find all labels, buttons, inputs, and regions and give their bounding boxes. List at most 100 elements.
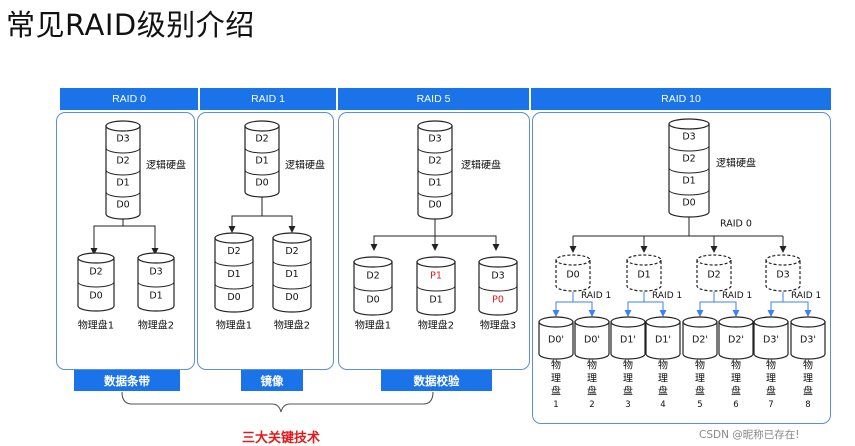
panel-raid5 <box>338 112 530 370</box>
raid0-disk-label-1: 物理盘1 <box>78 319 114 332</box>
raid5-physical-disk-2-block-0: P1 <box>430 271 442 282</box>
raid1-logical-disk-block-1: D1 <box>255 156 268 167</box>
page-title: 常见RAID级别介绍 <box>6 8 255 42</box>
raid10-physical-disk-4-top <box>645 316 681 328</box>
raid10-virtual-disk-0-top <box>555 254 591 266</box>
panel-raid0 <box>56 112 195 370</box>
raid5-logical-label: 逻辑硬盘 <box>461 159 501 172</box>
raid10-physical-disk-4-body <box>645 321 681 360</box>
raid10-disk-label-1-3: 1 <box>553 400 558 410</box>
raid10-physical-disk-6: D2' <box>718 316 754 360</box>
raid0-arrow-2 <box>123 225 159 255</box>
raid1-physical-disk-2-block-1: D1 <box>285 269 298 280</box>
raid10-disk-label-4-2: 盘 <box>658 385 668 398</box>
raid5-logical-disk-body <box>417 125 453 220</box>
raid5-physical-disk-2-body <box>416 261 456 316</box>
raid5-physical-disk-2-block-1: D1 <box>429 295 442 306</box>
raid10-physical-disk-5: D2' <box>682 316 718 360</box>
raid5-physical-disk-1-block-1: D0 <box>366 295 379 306</box>
raid10-mirror-arrow-b-1 <box>644 301 667 317</box>
raid10-disk-label-8-0: 物 <box>803 359 813 372</box>
raid10-virtual-disk-2-block-0: D2 <box>707 270 720 281</box>
raid10-physical-disk-3-block-0: D1' <box>620 335 636 346</box>
raid5-logical-disk-top <box>417 120 453 132</box>
raid1-physical-disk-2-top <box>272 232 312 244</box>
raid0-logical-disk-divider <box>105 147 141 154</box>
raid0-physical-disk-1-block-1: D0 <box>89 291 102 302</box>
raid10-logical-disk-block-2: D1 <box>682 176 695 187</box>
raid10-logical-disk-body <box>668 123 710 218</box>
raid10-logical-disk-block-1: D2 <box>682 154 695 165</box>
raid0-physical-disk-1-body <box>77 257 115 312</box>
raid10-physical-disk-8-body <box>790 321 826 360</box>
raid10-disk-label-3-3: 3 <box>625 400 630 410</box>
raid10-disk-label-7-2: 盘 <box>766 385 776 398</box>
raid1-physical-disk-2-block-2: D0 <box>285 292 298 303</box>
raid10-disk-label-2-1: 理 <box>587 373 597 385</box>
raid10-mirror-arrow-a-3 <box>767 292 784 317</box>
raid5-disk-label-3: 物理盘3 <box>480 319 516 332</box>
raid5-physical-disk-2-divider <box>416 285 456 292</box>
raid10-disk-label-1-1: 理 <box>551 373 561 385</box>
raid10-physical-disk-8: D3' <box>790 316 826 360</box>
connector-lines <box>90 197 812 317</box>
raid5-logical-disk-block-2: D1 <box>428 178 441 189</box>
raid5-arrow-1 <box>370 219 436 251</box>
raid10-virtual-disk-0: D0 <box>555 254 591 292</box>
raid10-virtual-disk-0-block-0: D0 <box>566 270 579 281</box>
disk-layer: D3D2D1D0D2D0D3D1D2D1D0D2D1D0D2D1D0D3D2D1… <box>77 118 826 360</box>
raid5-arrow-3 <box>435 235 500 251</box>
raid10-disk-label-1-0: 物 <box>551 359 561 372</box>
raid10-physical-disk-4: D1' <box>645 316 681 360</box>
panel-raid10 <box>532 112 831 424</box>
raid5-logical-disk-divider <box>417 169 453 176</box>
raid1-logical-disk-block-2: D0 <box>255 178 268 189</box>
raid10-disk-label-2-0: 物 <box>587 359 597 372</box>
raid10-disk-label-4-0: 物 <box>658 359 668 372</box>
raid10-virtual-disk-1-block-0: D1 <box>637 270 650 281</box>
raid10-virtual-disk-2-top <box>696 254 732 266</box>
feature-data-parity: 数据校验 <box>381 370 492 391</box>
raid10-mirror-arrow-b-0 <box>573 301 596 317</box>
raid0-physical-disk-2-top <box>137 252 175 264</box>
raid10-disk-label-7-3: 7 <box>768 400 773 410</box>
raid1-logical-disk-top <box>244 120 280 132</box>
raid1-physical-disk-1-top <box>214 232 254 244</box>
raid1-logical-disk-divider <box>244 169 280 176</box>
watermark: CSDN @昵称已存在! <box>699 429 800 441</box>
raid10-disk-label-5-0: 物 <box>695 359 705 372</box>
raid1-physical-disk-1-divider <box>214 283 254 290</box>
raid10-disk-label-1-2: 盘 <box>551 385 561 398</box>
raid1-physical-disk-1-block-1: D1 <box>227 269 240 280</box>
raid1-logical-disk-divider <box>244 147 280 154</box>
raid10-mirror-arrow-a-1 <box>624 292 645 317</box>
raid10-disk-label-4-1: 理 <box>658 373 668 385</box>
raid0-logical-disk-block-1: D2 <box>116 156 129 167</box>
raid10-physical-disk-7: D3' <box>753 316 789 360</box>
raid10-virtual-disk-1-top <box>626 254 662 266</box>
raid10-disk-label-7-0: 物 <box>766 359 776 372</box>
raid5-physical-disk-2-top <box>416 256 456 268</box>
raid10-disk-label-8-2: 盘 <box>803 385 813 398</box>
raid1-logical-disk-block-0: D2 <box>255 134 268 145</box>
raid5-disk-label-2: 物理盘2 <box>418 319 454 332</box>
raid10-physical-disk-1: D0' <box>538 316 574 360</box>
raid0-disk-label-2: 物理盘2 <box>138 319 174 332</box>
raid10-virtual-disk-3-block-0: D3 <box>776 270 789 281</box>
raid10-physical-disk-6-block-0: D2' <box>728 335 744 346</box>
header-raid1: RAID 1 <box>199 87 337 111</box>
raid10-physical-disk-5-top <box>682 316 718 328</box>
raid1-physical-disk-1-block-0: D2 <box>227 246 240 257</box>
raid0-physical-disk-2-body <box>137 257 175 312</box>
raid5-physical-disk-1-body <box>353 261 393 316</box>
raid5-physical-disk-3-body <box>478 261 518 316</box>
